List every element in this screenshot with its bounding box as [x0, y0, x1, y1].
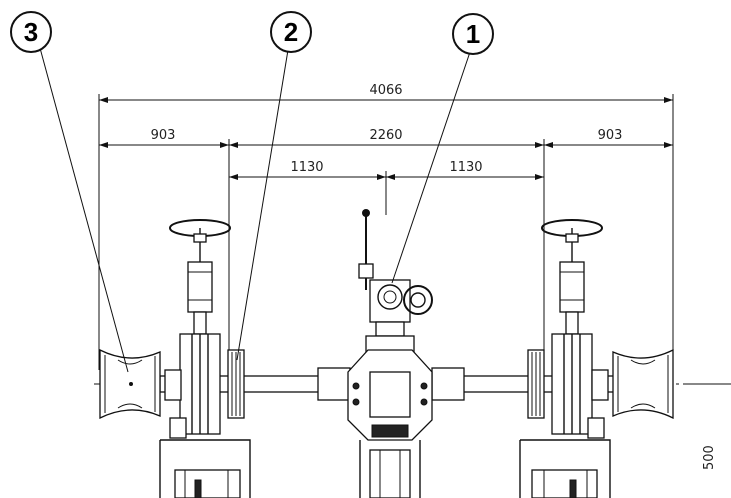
- callout-1: 1: [452, 13, 494, 55]
- dim-left-label: 903: [151, 128, 176, 143]
- callout-3: 3: [10, 11, 52, 53]
- extension-lines: [98, 94, 674, 370]
- callout-2: 2: [270, 11, 312, 53]
- dim-overall-label: 4066: [369, 83, 402, 98]
- callout-2-label: 2: [284, 17, 298, 47]
- center-gearbox: [347, 209, 433, 498]
- callout-3-label: 3: [24, 17, 38, 47]
- leader-lines: [39, 47, 471, 373]
- dim-right-label: 903: [598, 128, 623, 143]
- right-windlass-unit: [519, 219, 611, 498]
- dim-height-label: 500: [702, 445, 717, 470]
- dimension-overall: 4066: [99, 83, 673, 103]
- dimension-row-2: 903 2260 903: [99, 128, 673, 148]
- dim-middle-label: 2260: [369, 128, 402, 143]
- right-warping-head: [612, 348, 674, 420]
- dim-center-right-label: 1130: [449, 160, 482, 175]
- left-warping-head: [99, 348, 161, 420]
- callout-1-label: 1: [466, 19, 480, 49]
- dim-center-left-label: 1130: [290, 160, 323, 175]
- left-windlass-unit: [159, 219, 251, 498]
